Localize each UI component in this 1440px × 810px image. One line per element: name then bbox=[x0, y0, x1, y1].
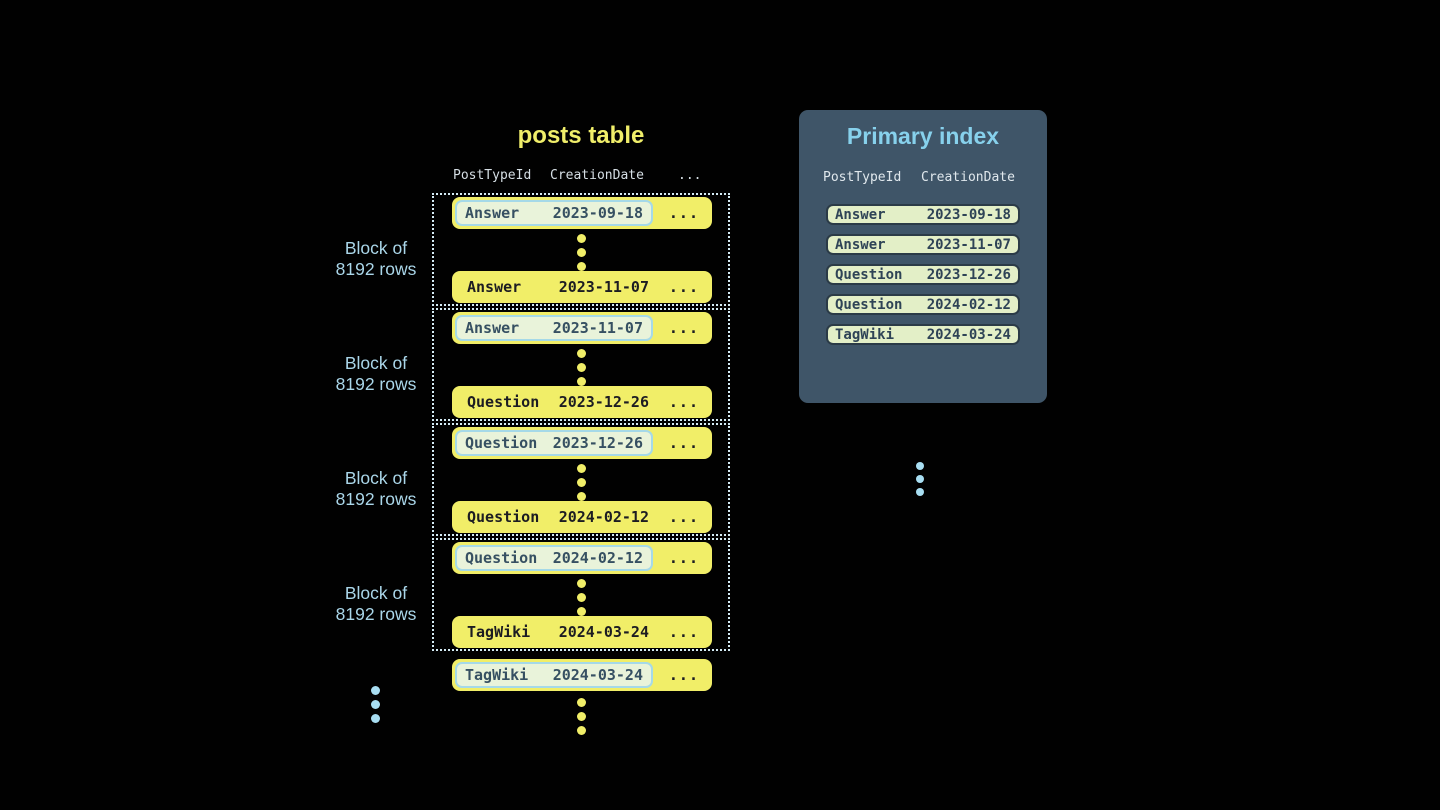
row-ellipsis: ... bbox=[668, 549, 699, 567]
indexed-key-cell: Answer 2023-09-18 bbox=[455, 200, 653, 226]
block-label-2: Block of 8192 rows bbox=[296, 353, 456, 395]
index-entry: TagWiki 2024-03-24 bbox=[826, 324, 1020, 345]
index-header-posttypeid: PostTypeId bbox=[823, 170, 902, 185]
more-blocks-dots bbox=[371, 686, 380, 723]
table-row-next-block: TagWiki 2024-03-24 ... bbox=[452, 659, 712, 691]
key-cell: Question 2024-02-12 bbox=[459, 506, 657, 528]
block-label-3: Block of 8192 rows bbox=[296, 468, 456, 510]
key-cell: Answer 2023-11-07 bbox=[459, 276, 657, 298]
key-cell: Question 2023-12-26 bbox=[459, 391, 657, 413]
more-index-entries-dots bbox=[916, 462, 924, 496]
posts-header-posttypeid: PostTypeId bbox=[453, 168, 532, 183]
block-label-4: Block of 8192 rows bbox=[296, 583, 456, 625]
block-label-line1: Block of bbox=[344, 468, 408, 488]
table-row: Question 2024-02-12 ... bbox=[452, 501, 712, 533]
creation-date-value: 2023-09-18 bbox=[926, 206, 1011, 223]
creation-date-value: 2024-02-12 bbox=[558, 508, 649, 526]
block-label-line2: 8192 rows bbox=[335, 489, 417, 509]
skipped-rows-dots bbox=[576, 234, 586, 271]
post-type-value: Answer bbox=[835, 236, 886, 253]
creation-date-value: 2023-11-07 bbox=[558, 278, 649, 296]
creation-date-value: 2023-12-26 bbox=[552, 434, 643, 452]
creation-date-value: 2023-09-18 bbox=[552, 204, 643, 222]
index-entry: Answer 2023-11-07 bbox=[826, 234, 1020, 255]
creation-date-value: 2024-03-24 bbox=[558, 623, 649, 641]
post-type-value: Answer bbox=[465, 204, 520, 222]
row-ellipsis: ... bbox=[668, 204, 699, 222]
row-ellipsis: ... bbox=[668, 278, 699, 296]
post-type-value: Question bbox=[465, 434, 538, 452]
row-block-2: Answer 2023-11-07 ... Question 2023-12-2… bbox=[432, 308, 730, 421]
creation-date-value: 2023-12-26 bbox=[558, 393, 649, 411]
row-block-1: Answer 2023-09-18 ... Answer 2023-11-07 … bbox=[432, 193, 730, 306]
post-type-value: Question bbox=[465, 549, 538, 567]
creation-date-value: 2023-11-07 bbox=[926, 236, 1011, 253]
posts-table-title: posts table bbox=[517, 122, 645, 149]
index-entry: Question 2024-02-12 bbox=[826, 294, 1020, 315]
table-row: Answer 2023-09-18 ... bbox=[452, 197, 712, 229]
posts-header-creationdate: CreationDate bbox=[550, 168, 644, 183]
row-ellipsis: ... bbox=[668, 319, 699, 337]
post-type-value: Question bbox=[467, 393, 540, 411]
post-type-value: TagWiki bbox=[835, 326, 895, 343]
skipped-rows-dots bbox=[576, 349, 586, 386]
table-row: Answer 2023-11-07 ... bbox=[452, 312, 712, 344]
block-label-line1: Block of bbox=[344, 238, 408, 258]
block-label-1: Block of 8192 rows bbox=[296, 238, 456, 280]
index-entry: Answer 2023-09-18 bbox=[826, 204, 1020, 225]
creation-date-value: 2024-02-12 bbox=[926, 296, 1011, 313]
post-type-value: TagWiki bbox=[465, 666, 529, 684]
row-ellipsis: ... bbox=[668, 666, 699, 684]
more-rows-dots bbox=[577, 698, 586, 735]
primary-index-title: Primary index bbox=[846, 123, 1000, 149]
block-label-line1: Block of bbox=[344, 583, 408, 603]
indexed-key-cell: Answer 2023-11-07 bbox=[455, 315, 653, 341]
creation-date-value: 2024-03-24 bbox=[926, 326, 1011, 343]
row-block-3: Question 2023-12-26 ... Question 2024-02… bbox=[432, 423, 730, 536]
row-ellipsis: ... bbox=[668, 623, 699, 641]
block-label-line1: Block of bbox=[344, 353, 408, 373]
posts-header-ellipsis: ... bbox=[678, 168, 702, 183]
creation-date-value: 2023-11-07 bbox=[552, 319, 643, 337]
post-type-value: Answer bbox=[465, 319, 520, 337]
post-type-value: TagWiki bbox=[467, 623, 531, 641]
table-row: Question 2023-12-26 ... bbox=[452, 386, 712, 418]
index-row-list: Answer 2023-09-18 Answer 2023-11-07 Ques… bbox=[826, 204, 1020, 354]
primary-index-panel: Primary index PostTypeId CreationDate An… bbox=[799, 110, 1047, 496]
indexed-key-cell: Question 2023-12-26 bbox=[455, 430, 653, 456]
row-ellipsis: ... bbox=[668, 508, 699, 526]
post-type-value: Question bbox=[835, 296, 903, 313]
indexed-key-cell: Question 2024-02-12 bbox=[455, 545, 653, 571]
creation-date-value: 2024-02-12 bbox=[552, 549, 643, 567]
table-row: Question 2023-12-26 ... bbox=[452, 427, 712, 459]
row-ellipsis: ... bbox=[668, 393, 699, 411]
skipped-rows-dots bbox=[576, 579, 586, 616]
block-label-line2: 8192 rows bbox=[335, 604, 417, 624]
post-type-value: Question bbox=[467, 508, 540, 526]
block-label-line2: 8192 rows bbox=[335, 259, 417, 279]
post-type-value: Question bbox=[835, 266, 903, 283]
post-type-value: Answer bbox=[835, 206, 886, 223]
table-row: Question 2024-02-12 ... bbox=[452, 542, 712, 574]
block-label-line2: 8192 rows bbox=[335, 374, 417, 394]
creation-date-value: 2023-12-26 bbox=[926, 266, 1011, 283]
table-row: TagWiki 2024-03-24 ... bbox=[452, 616, 712, 648]
key-cell: TagWiki 2024-03-24 bbox=[459, 621, 657, 643]
indexed-key-cell: TagWiki 2024-03-24 bbox=[455, 662, 653, 688]
table-row: Answer 2023-11-07 ... bbox=[452, 271, 712, 303]
creation-date-value: 2024-03-24 bbox=[552, 666, 643, 684]
index-header-creationdate: CreationDate bbox=[921, 170, 1015, 185]
row-ellipsis: ... bbox=[668, 434, 699, 452]
skipped-rows-dots bbox=[576, 464, 586, 501]
row-block-4: Question 2024-02-12 ... TagWiki 2024-03-… bbox=[432, 538, 730, 651]
index-entry: Question 2023-12-26 bbox=[826, 264, 1020, 285]
post-type-value: Answer bbox=[467, 278, 522, 296]
